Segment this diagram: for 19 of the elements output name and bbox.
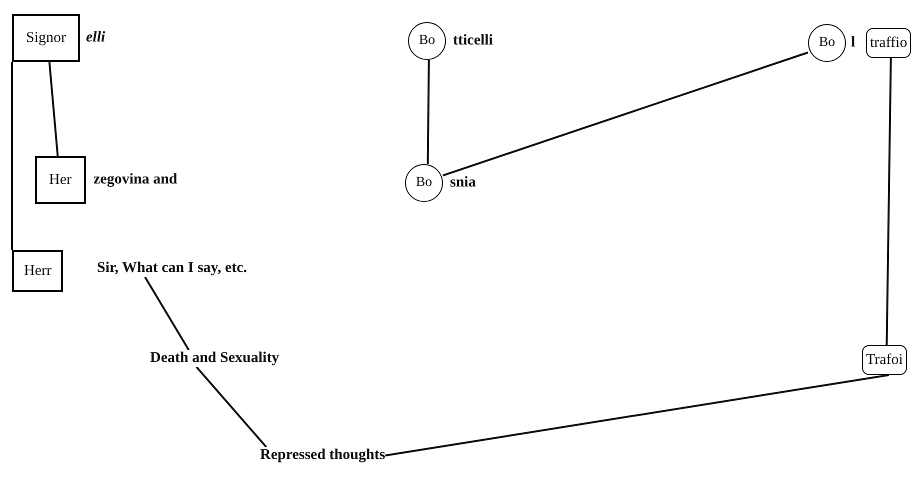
word-ending: tticelli [453,32,493,50]
word-box: Herr [12,250,64,292]
phrase-text: Repressed thoughts [260,447,386,464]
connector-line [196,366,268,448]
word-ending: elli [86,30,106,46]
phrase-text: Death and Sexuality [150,350,280,367]
connector-line [426,60,430,164]
connector-line [385,374,890,456]
word-box: traffio [866,28,912,58]
connector-line [886,58,892,346]
word-box: Trafoi [862,345,907,375]
connector-line [442,52,808,176]
connector-line [11,62,13,250]
word-ending: zegovina and [94,172,178,188]
word-ending: snia [450,174,476,192]
connector-line [144,276,190,351]
word-ending: l [851,34,856,52]
connector-line [48,62,59,156]
phrase-text: Sir, What can I say, etc. [97,260,248,277]
